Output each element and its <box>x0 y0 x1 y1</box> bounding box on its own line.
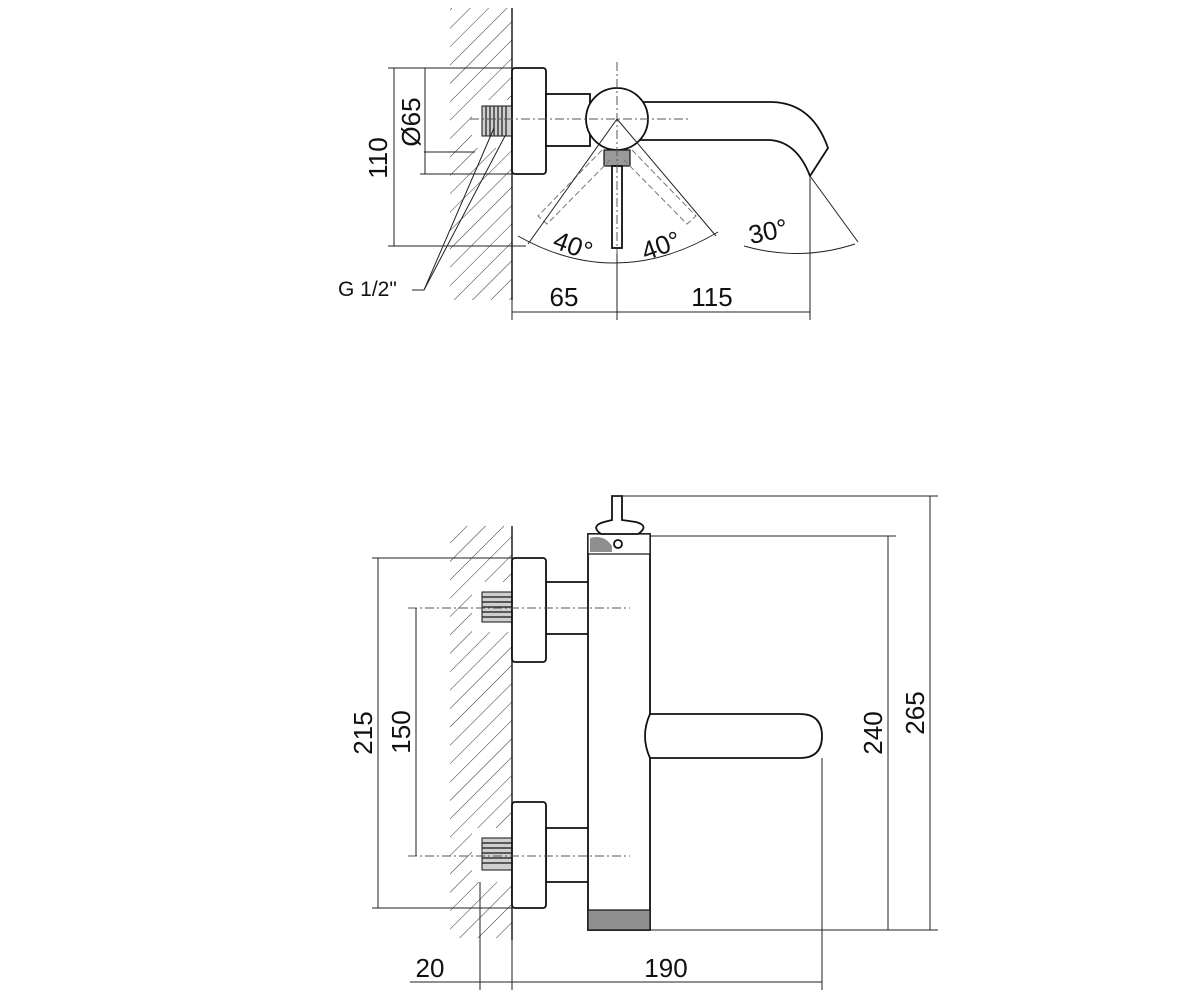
front-mixer-body <box>587 533 651 931</box>
top-wall-hatch <box>450 8 513 300</box>
top-angle-right-label: 40° <box>637 225 684 267</box>
front-right-dims <box>612 495 938 931</box>
front-thread-upper <box>481 591 513 623</box>
top-view: 110 Ø65 G 1/2" 40° 40° 30° 65 115 <box>338 8 859 320</box>
top-height-label: 110 <box>363 137 393 178</box>
front-left-dims <box>372 557 512 909</box>
top-width-right-label: 115 <box>691 282 732 312</box>
top-wall-flange <box>511 67 547 175</box>
top-angle-left-label: 40° <box>549 225 596 267</box>
front-height-outer-left-label: 215 <box>348 711 378 754</box>
top-spout-angle-arc <box>743 243 856 255</box>
top-diameter-label: Ø65 <box>396 97 426 146</box>
front-height-inner-left-label: 150 <box>386 710 416 753</box>
top-angle-arc <box>517 231 719 264</box>
front-handle <box>595 495 645 535</box>
front-wall-hatch <box>450 526 513 940</box>
front-flange-upper <box>511 557 547 663</box>
front-bottom-dims <box>410 758 823 990</box>
top-lever-ghost <box>537 149 697 225</box>
top-connector <box>545 93 591 147</box>
front-indicator-dot <box>613 539 623 549</box>
front-width-total-label: 190 <box>644 953 687 983</box>
top-width-dims <box>511 178 811 320</box>
top-spout <box>639 101 829 178</box>
front-view: 215 150 240 265 20 190 <box>348 495 938 990</box>
front-thread-lower <box>481 837 513 871</box>
top-thread-label: G 1/2" <box>338 278 397 301</box>
top-width-left-label: 65 <box>550 282 579 312</box>
front-width-wall-label: 20 <box>416 953 445 983</box>
front-height-body-label: 240 <box>858 711 888 754</box>
front-bottom-cap <box>587 909 651 931</box>
top-thread-inlet <box>481 105 513 137</box>
front-flange-lower <box>511 801 547 909</box>
front-spout <box>644 713 823 759</box>
front-height-total-label: 265 <box>900 691 930 734</box>
top-height-dims <box>388 67 526 247</box>
top-angle-spout-label: 30° <box>746 212 791 250</box>
